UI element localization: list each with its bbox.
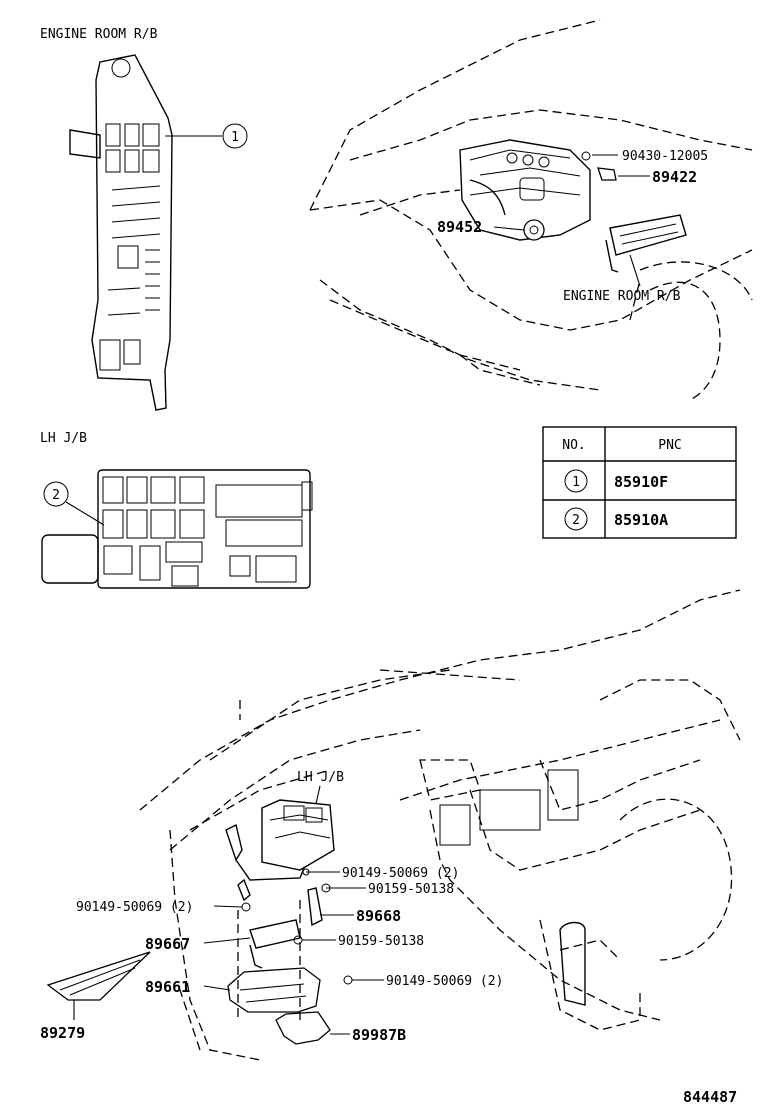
engine-bay-view <box>309 19 753 401</box>
pnc-table: NO. PNC 1 85910F 2 85910A <box>542 426 737 539</box>
knock-sensor <box>523 219 545 241</box>
diagram-id: 844487 <box>683 1088 737 1106</box>
part-89452: 89452 <box>437 218 482 236</box>
bracket-89987b <box>275 1011 331 1045</box>
part-89987b: 89987B <box>352 1026 406 1044</box>
part-90430-12005: 90430-12005 <box>622 149 708 164</box>
table-row-2-pnc: 85910A <box>614 511 668 529</box>
engine-room-rb-title: ENGINE ROOM R/B <box>40 27 158 42</box>
callout-1-circle <box>222 123 248 149</box>
part-89422: 89422 <box>652 168 697 186</box>
part-90149-50069-b: 90149-50069 (2) <box>76 900 193 915</box>
table-row-2-no: 2 <box>572 513 580 528</box>
engine-room-relay-box <box>69 54 173 411</box>
table-row-1-pnc: 85910F <box>614 473 668 491</box>
interior-dash-view <box>46 589 741 1061</box>
part-90149-50069-a: 90149-50069 (2) <box>342 866 459 881</box>
callout-2-circle <box>43 481 69 507</box>
callout-1-label: 1 <box>231 130 239 145</box>
lh-jb-callout: LH J/B <box>297 770 344 785</box>
part-89661: 89661 <box>145 978 190 996</box>
callout-2-label: 2 <box>52 488 60 503</box>
table-header-no: NO. <box>562 438 585 453</box>
part-90149-50069-c: 90149-50069 (2) <box>386 974 503 989</box>
part-89668: 89668 <box>356 907 401 925</box>
part-89279: 89279 <box>40 1024 85 1042</box>
cover-89279 <box>46 951 151 1001</box>
table-row-1-no: 1 <box>572 475 580 490</box>
engine-room-rb-callout: ENGINE ROOM R/B <box>563 289 681 304</box>
lh-jb-title: LH J/B <box>40 431 87 446</box>
part-89667: 89667 <box>145 935 190 953</box>
part-90159-50138-a: 90159-50138 <box>368 882 454 897</box>
sensor-89422 <box>597 167 617 181</box>
lh-junction-block <box>41 469 313 589</box>
table-header-pnc: PNC <box>658 438 681 453</box>
part-90159-50138-b: 90159-50138 <box>338 934 424 949</box>
top-circle-marker <box>111 58 131 78</box>
